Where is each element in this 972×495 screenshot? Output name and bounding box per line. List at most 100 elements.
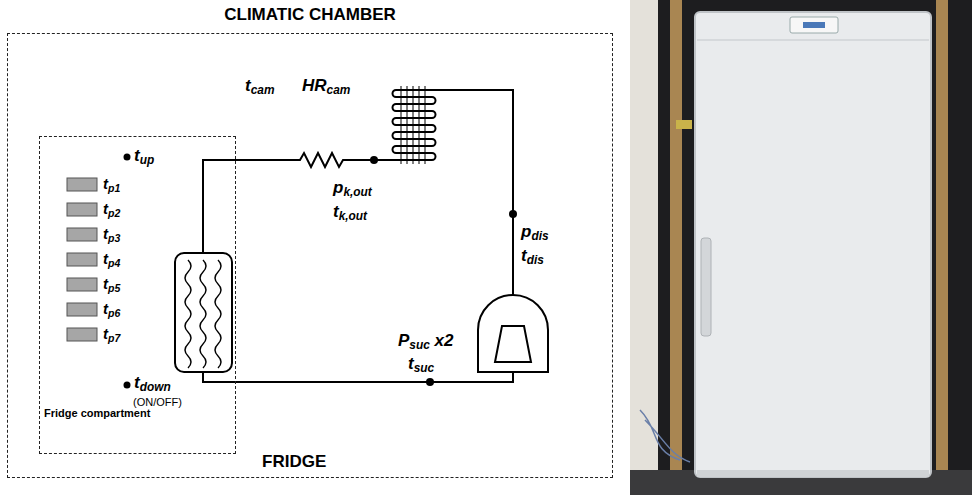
sensor-block [67,328,97,341]
sensor-label: tk,out [333,202,367,221]
tube [185,260,191,368]
symbol: t [333,202,339,221]
symbol: p [333,178,343,197]
sensor-block [67,203,97,216]
photo [630,0,972,495]
compressor-shell [478,295,548,372]
wooden-frame [936,0,948,480]
node-title: Fridge compartment [40,407,150,424]
photo-background [630,0,972,495]
label-holder: tdis [521,246,544,266]
subscript: p1 [108,182,120,194]
sensor-label: tp5 [103,275,120,292]
label-holder: tp4 [103,250,120,267]
display-badge [803,22,825,28]
wooden-frame [670,0,682,480]
symbol: t [521,246,527,265]
suffix: x2 [430,331,454,350]
label-holder: tp6 [103,300,120,317]
wire [419,86,420,164]
wire [425,86,426,164]
symbol: t [103,175,108,192]
symbol: t [245,76,251,95]
symbol: t [134,146,140,165]
subscript: p5 [108,282,120,294]
symbol: HR [302,76,327,95]
wire [407,86,408,164]
wire [401,86,402,164]
label-holder: tp7 [103,325,120,342]
sensor-label: pdis [521,222,549,241]
refrigerant-circuit [175,86,548,382]
subscript: dis [527,253,544,267]
cables [640,410,690,462]
subscript: p3 [108,232,120,244]
measure-point [370,156,378,164]
sensor-label: HRcam [302,76,350,95]
subscript: down [140,380,171,394]
display-panel [790,17,838,33]
sensor-block [67,228,97,241]
subscript: dis [531,229,548,243]
sensor-block [67,253,97,266]
label-holder: pk,out [333,178,372,198]
sensor-label: tdown [134,373,171,392]
symbol: t [103,250,108,267]
sensor-label: tp4 [103,250,120,267]
sensor-label: tcam [245,76,274,95]
node-title: CLIMATIC CHAMBER [8,5,612,25]
label-holder: tup [134,146,154,166]
symbol: t [134,373,140,392]
symbol: t [408,354,414,373]
condenser-wires [401,86,425,164]
sensor-label: tdis [521,246,544,265]
label-holder: tdown [134,373,171,393]
shelf-sensors [67,178,97,341]
wire [413,86,414,164]
label-holder: tcam [245,76,274,96]
measure-point [426,378,434,386]
evaporator [175,253,232,372]
label-holder: tk,out [333,202,367,222]
evaporator-tubes [185,260,221,368]
label-holder: tsuc [408,354,434,374]
condenser-coil [374,90,513,295]
label-holder: pdis [521,222,549,242]
subscript: p7 [108,332,120,344]
subscript: p2 [108,207,120,219]
subscript: p4 [108,257,120,269]
symbol: t [103,275,108,292]
fridge-base [697,470,929,477]
sensor-dot [124,382,131,389]
sensor-label: tp6 [103,300,120,317]
label-holder: (ON/OFF) [133,396,182,408]
sensor-label: tup [134,146,154,165]
symbol: t [103,200,108,217]
subscript: k,out [339,209,367,223]
label-holder: tp3 [103,225,120,242]
sensor-label: tp1 [103,175,120,192]
subscript: suc [409,338,430,352]
subscript: suc [414,361,435,375]
tape [676,120,692,129]
subscript: p6 [108,307,120,319]
tube [200,260,206,368]
sensor-label: tp7 [103,325,120,342]
sensor-block [67,178,97,191]
liquid-line [203,153,374,253]
door-handle [701,238,711,336]
compressor-symbol [495,326,531,362]
label-holder: FRIDGE [262,452,326,472]
door-gap [697,39,929,41]
symbol: P [398,331,409,350]
sensor-block [67,278,97,291]
subscript: k,out [343,185,371,199]
suction-line [203,372,513,382]
sensor-label: tp3 [103,225,120,242]
sensor-label: tsuc [408,354,434,373]
wall [630,0,658,495]
symbol: t [103,300,108,317]
subscript: up [140,153,155,167]
floor [630,470,972,495]
